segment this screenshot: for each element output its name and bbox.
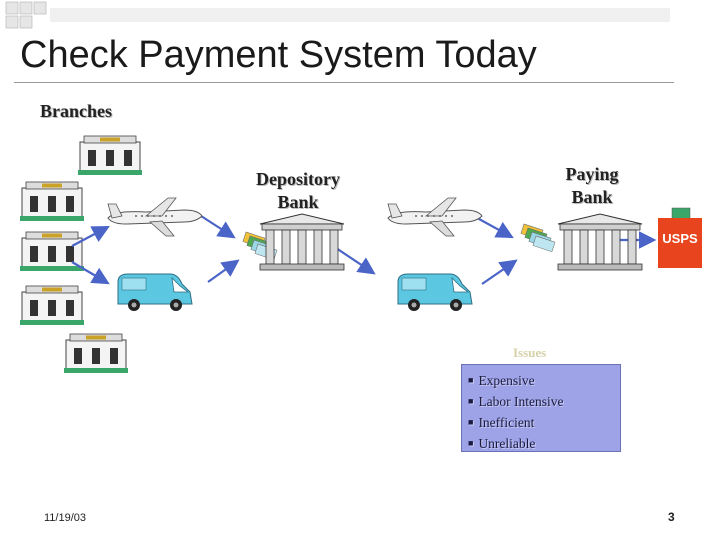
header-decoration: [0, 0, 720, 29]
bank-branch-icon: [19, 231, 85, 272]
issue-item: ■Unreliable: [468, 436, 536, 451]
bank-branch-icon: [63, 333, 129, 374]
page-title: Check Payment System Today: [20, 34, 537, 76]
delivery-van-icon: [397, 273, 473, 312]
flow-arrow: [197, 213, 236, 239]
bullet-icon: ■: [468, 375, 474, 385]
footer-date: 11/19/03: [44, 512, 87, 524]
bullet-icon: ■: [468, 438, 474, 448]
paying-label-line1: Paying: [565, 164, 619, 184]
delivery-van-icon: [117, 273, 193, 312]
bank-branch-icon: [19, 181, 85, 222]
issue-item: ■Expensive: [468, 373, 535, 388]
paying-label-line2: Bank: [571, 187, 613, 207]
title-rule: [14, 82, 674, 83]
issue-item: ■Inefficient: [468, 415, 535, 430]
issue-item: ■Labor Intensive: [468, 394, 564, 409]
bullet-icon: ■: [468, 396, 474, 406]
bank-building-icon: [259, 213, 345, 271]
depository-label-line1: Depository: [256, 169, 340, 189]
page-number: 3: [668, 510, 675, 524]
paying-bank-label: Paying Bank: [552, 163, 632, 209]
issues-title: Issues: [513, 345, 547, 360]
airplane-icon: [387, 197, 483, 237]
branches-label: Branches: [40, 101, 112, 121]
bank-branch-icon: [19, 285, 85, 326]
flow-arrow: [481, 259, 518, 285]
bank-building-icon: [557, 213, 643, 271]
depository-label-line2: Bank: [277, 192, 319, 212]
bullet-icon: ■: [468, 417, 474, 427]
flow-arrow: [71, 261, 110, 285]
depository-bank-label: Depository Bank: [248, 168, 348, 214]
check-stack-icon: [520, 223, 556, 252]
issues-box: ■Expensive ■Labor Intensive ■Inefficient…: [461, 364, 621, 452]
usps-box: USPS: [658, 218, 702, 268]
flow-arrow: [335, 247, 376, 275]
flow-arrow: [207, 259, 240, 283]
usps-label: USPS: [662, 231, 698, 246]
flow-arrow: [71, 225, 110, 247]
bank-branch-icon: [77, 135, 143, 176]
airplane-icon: [107, 197, 203, 237]
